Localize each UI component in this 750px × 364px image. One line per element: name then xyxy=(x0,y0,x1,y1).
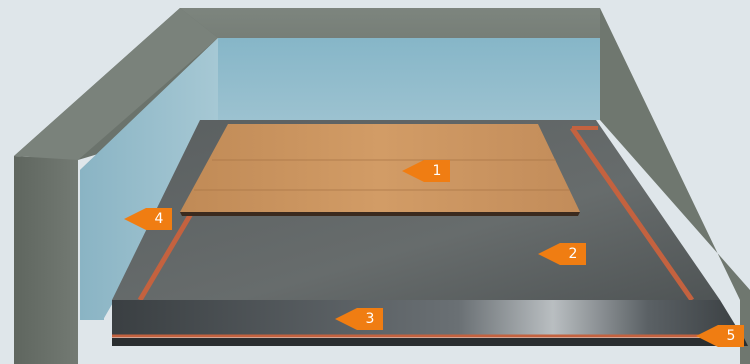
marker-number: 5 xyxy=(718,325,744,347)
back-insulation-board xyxy=(218,38,600,120)
marker-2-screed: 2 xyxy=(538,243,588,265)
wood-edge xyxy=(180,212,580,216)
wood-flooring xyxy=(180,124,580,212)
marker-number: 4 xyxy=(146,208,172,230)
marker-4-insulation: 4 xyxy=(124,208,174,230)
base-layer xyxy=(112,338,748,346)
marker-number: 1 xyxy=(424,160,450,182)
marker-number: 2 xyxy=(560,243,586,265)
left-wall-front-face xyxy=(14,156,78,364)
marker-3-membrane: 3 xyxy=(335,308,385,330)
marker-5-base: 5 xyxy=(696,325,746,347)
marker-number: 3 xyxy=(357,308,383,330)
membrane-strip xyxy=(112,300,742,336)
marker-1-wood-flooring: 1 xyxy=(402,160,452,182)
